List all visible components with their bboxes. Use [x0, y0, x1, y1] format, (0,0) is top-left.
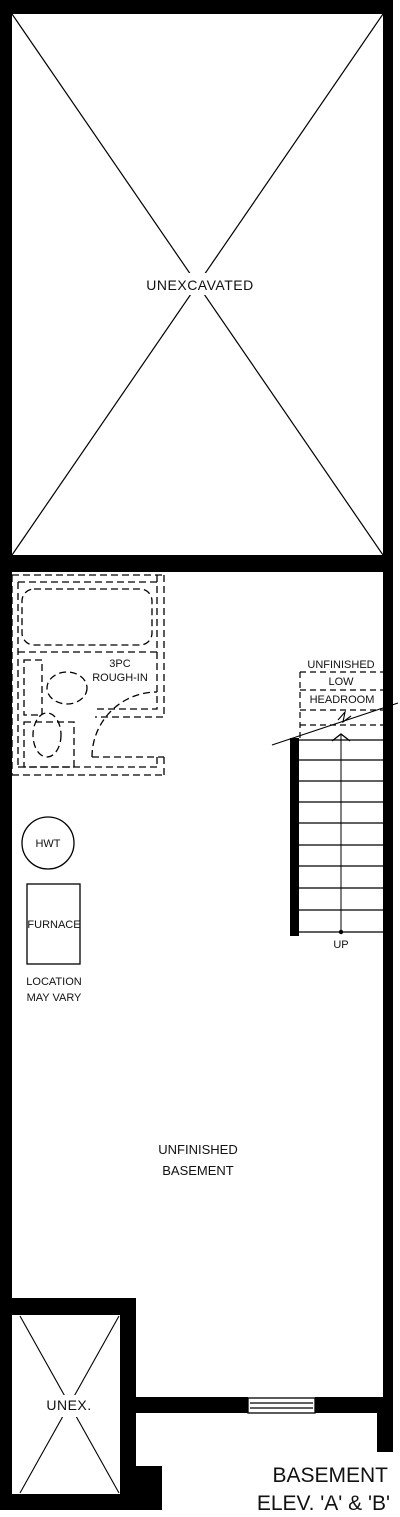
furnace-label: FURNACE	[27, 919, 80, 931]
unex-enclosure-right	[120, 1298, 136, 1466]
top-wall	[0, 0, 393, 14]
unex-small-label: UNEX.	[46, 1397, 91, 1413]
unexcavated-label-bg	[140, 273, 258, 295]
unex-enclosure-top	[0, 1298, 136, 1315]
bathtub-outline	[21, 588, 153, 646]
bathroom-label-line2: ROUGH-IN	[92, 672, 148, 684]
plan-title-line2: ELEV. 'A' & 'B'	[257, 1492, 390, 1515]
plan-title-line1: BASEMENT	[272, 1464, 388, 1487]
bottom-wall-right	[315, 1397, 393, 1413]
bathroom-label-line1: 3PC	[109, 658, 130, 670]
location-label-line2: MAY VARY	[27, 992, 82, 1004]
location-label-line1: LOCATION	[26, 976, 81, 988]
vanity-outline	[23, 659, 43, 716]
bottom-wall-left	[120, 1397, 248, 1413]
left-wall	[0, 0, 12, 1510]
stair-wall	[290, 738, 299, 936]
basement-window	[247, 1397, 316, 1414]
unexcavated-label: UNEXCAVATED	[146, 277, 253, 293]
headroom-note-line3: HEADROOM	[310, 694, 375, 706]
divider-wall	[0, 555, 393, 572]
unex-enclosure-bottom	[0, 1494, 162, 1510]
basement-label-line1: UNFINISHED	[158, 1142, 237, 1157]
toilet-bowl-outline	[32, 712, 62, 758]
headroom-note-line1: UNFINISHED	[307, 659, 374, 671]
hwt-circle	[21, 816, 75, 870]
unex-small-label-bg	[40, 1395, 98, 1417]
basement-label-line2: BASEMENT	[162, 1163, 234, 1178]
staircase	[271, 671, 399, 936]
door-swing	[91, 691, 158, 758]
hwt-label: HWT	[35, 838, 60, 850]
stairs-up-label: UP	[333, 939, 348, 951]
toilet-outline	[23, 721, 75, 768]
right-wall	[383, 0, 393, 1452]
exterior-walls	[0, 0, 393, 1510]
bathroom-rough-in	[11, 574, 165, 776]
right-wall-stub	[377, 1397, 393, 1452]
headroom-note-line2: LOW	[328, 676, 354, 688]
furnace-box	[26, 883, 81, 965]
sink-outline	[46, 671, 88, 705]
